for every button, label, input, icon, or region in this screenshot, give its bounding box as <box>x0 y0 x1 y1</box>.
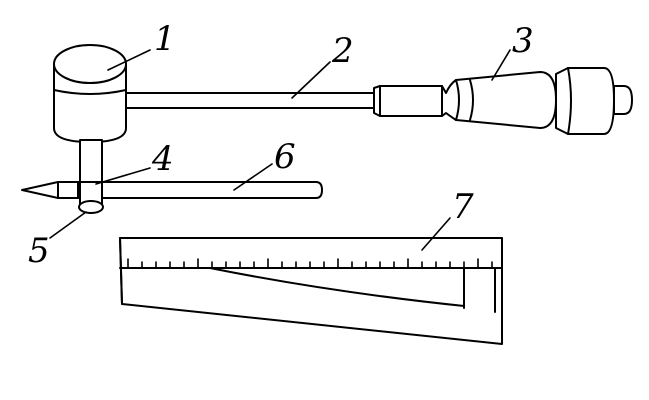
label-part-2: 2 <box>331 31 354 71</box>
rod <box>21 181 323 199</box>
handle <box>373 67 633 135</box>
stem <box>78 139 104 214</box>
leader-lines <box>49 49 511 251</box>
label-part-6: 6 <box>274 137 296 177</box>
label-part-1: 1 <box>154 19 176 59</box>
label-part-3: 3 <box>512 21 534 61</box>
head <box>53 44 127 143</box>
shaft <box>126 92 375 109</box>
leader-3 <box>491 49 511 81</box>
label-part-7: 7 <box>452 187 474 227</box>
leader-4 <box>95 167 151 185</box>
scale-ticks <box>127 258 493 269</box>
leader-6 <box>233 163 273 191</box>
label-part-5: 5 <box>28 231 50 271</box>
leader-5 <box>49 211 87 239</box>
label-part-4: 4 <box>151 139 174 179</box>
part-labels: 1 2 3 4 5 6 7 <box>28 19 534 271</box>
leader-2 <box>291 61 331 99</box>
wedge-ruler <box>119 237 503 345</box>
leader-1 <box>107 49 151 71</box>
leader-7 <box>421 217 451 251</box>
